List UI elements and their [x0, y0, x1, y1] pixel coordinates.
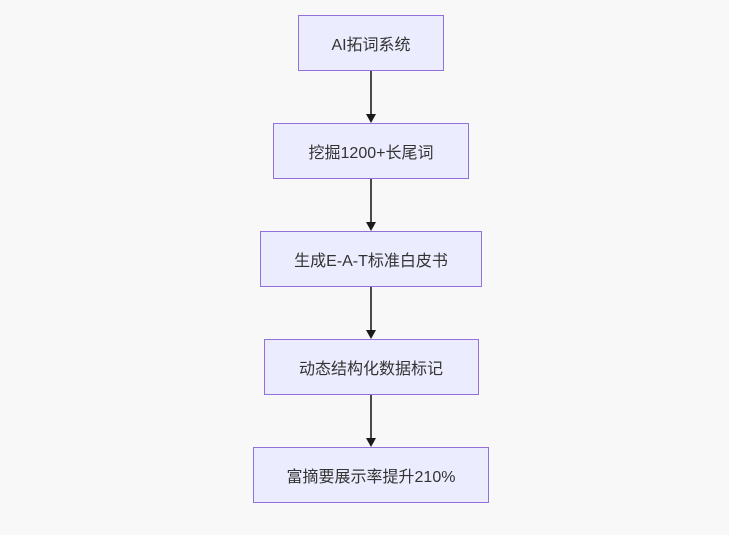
arrow-line: [370, 179, 372, 223]
flow-node-eat-whitepaper: 生成E-A-T标准白皮书: [260, 231, 482, 287]
flowchart: AI拓词系统 挖掘1200+长尾词 生成E-A-T标准白皮书 动态结构化数据标记: [253, 15, 489, 503]
arrow-head-icon: [366, 330, 376, 339]
flow-node-label: 动态结构化数据标记: [298, 361, 443, 378]
flow-node-label: AI拓词系统: [331, 37, 411, 54]
arrow-down-icon: [364, 287, 378, 339]
flow-node-structured-data-markup: 动态结构化数据标记: [263, 339, 479, 395]
arrow-line: [370, 71, 372, 115]
arrow-head-icon: [366, 222, 376, 231]
arrow-line: [370, 395, 372, 439]
flow-node-label: 生成E-A-T标准白皮书: [294, 253, 448, 270]
arrow-down-icon: [364, 179, 378, 231]
arrow-head-icon: [366, 438, 376, 447]
flow-node-rich-snippet-rate: 富摘要展示率提升210%: [253, 447, 489, 503]
arrow-down-icon: [364, 71, 378, 123]
arrow-line: [370, 287, 372, 331]
flow-node-label: 富摘要展示率提升210%: [286, 469, 456, 486]
flow-node-ai-word-expansion-system: AI拓词系统: [298, 15, 444, 71]
flow-node-longtail-keywords: 挖掘1200+长尾词: [273, 123, 469, 179]
arrow-head-icon: [366, 114, 376, 123]
arrow-down-icon: [364, 395, 378, 447]
flow-node-label: 挖掘1200+长尾词: [308, 145, 434, 162]
